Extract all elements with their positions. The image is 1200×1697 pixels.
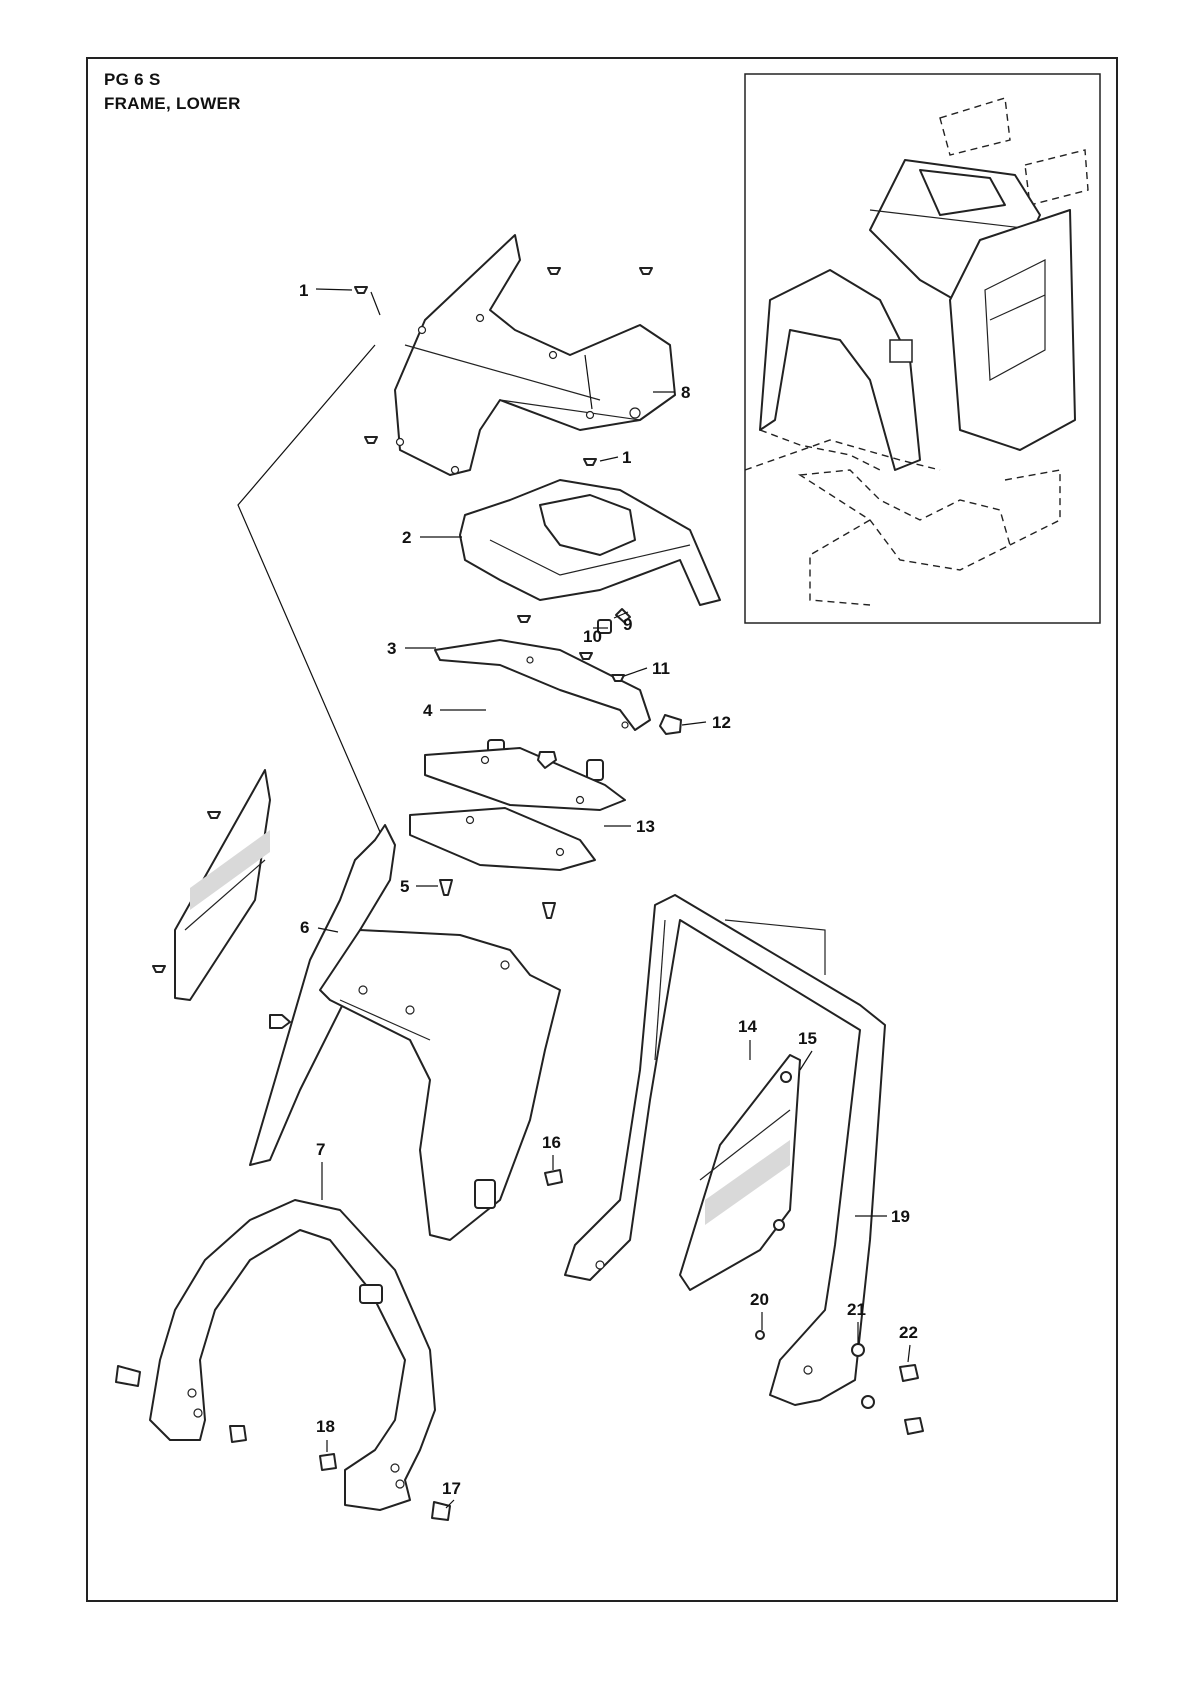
leader-lines [237,288,911,1509]
callout-7: 7 [316,1140,325,1159]
callout-22: 22 [899,1323,918,1342]
part-19-rear-frame [564,894,886,1406]
callout-20: 20 [750,1290,769,1309]
callout-21: 21 [847,1300,866,1319]
callout-14: 14 [738,1017,757,1036]
callout-labels: 1 8 1 2 9 10 3 11 4 12 13 5 6 14 15 16 7… [299,281,918,1498]
callout-1-mid: 1 [622,448,631,467]
callout-10: 10 [583,627,602,646]
callout-12: 12 [712,713,731,732]
fasteners [115,267,924,1521]
part-7-bumper-arch [149,1199,436,1511]
overview-inset [744,73,1101,624]
callout-5: 5 [400,877,409,896]
callout-6: 6 [300,918,309,937]
callout-16: 16 [542,1133,561,1152]
callout-8: 8 [681,383,690,402]
callout-11: 11 [652,659,670,678]
part-2-seat-cover [459,479,721,606]
callout-9: 9 [623,615,632,634]
side-panel-left [174,769,271,1001]
callout-17: 17 [442,1479,461,1498]
part-3-bracket [434,639,651,731]
callout-2: 2 [402,528,411,547]
part-13-footplates [409,747,626,871]
part-4-spacer-2 [586,759,604,781]
model-title: PG 6 S [104,70,161,89]
callout-18: 18 [316,1417,335,1436]
callout-19: 19 [891,1207,910,1226]
section-title: FRAME, LOWER [104,94,241,113]
callout-3: 3 [387,639,396,658]
callout-4: 4 [423,701,433,720]
callout-1-top: 1 [299,281,308,300]
part-8-upper-cover [394,234,676,476]
page-border [86,57,1118,1602]
callout-15: 15 [798,1029,817,1048]
part-14-side-panel-right [679,1054,801,1291]
callout-13: 13 [636,817,655,836]
part-6-lower-frame [249,824,561,1241]
